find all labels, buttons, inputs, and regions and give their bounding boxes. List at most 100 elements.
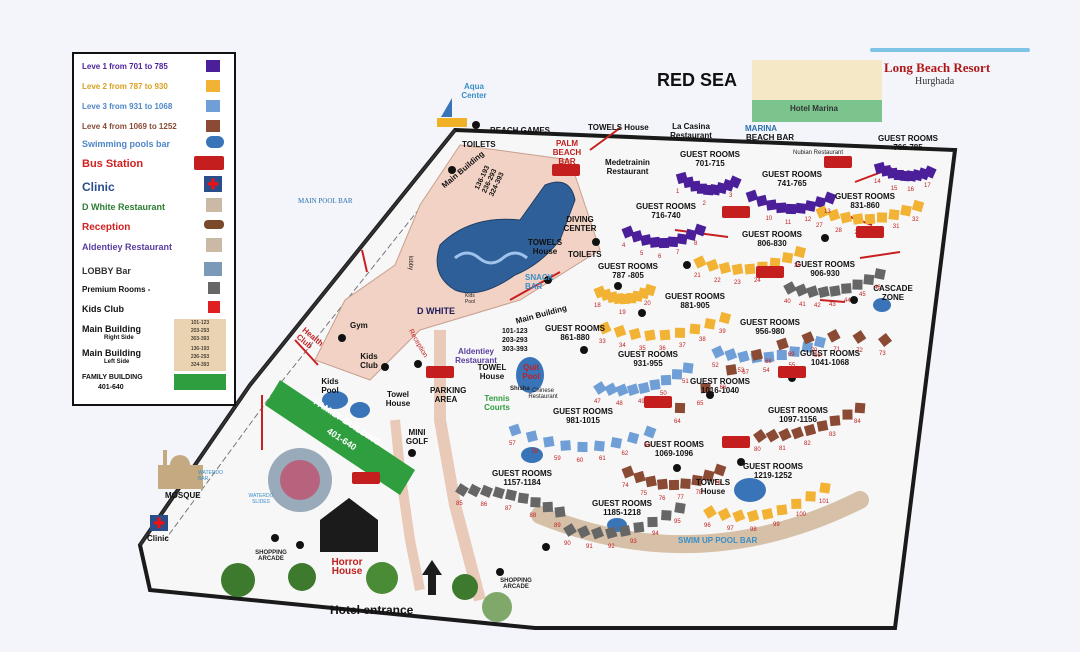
room-block — [776, 504, 788, 516]
block-number: 53 — [737, 367, 745, 374]
bus-station-icon[interactable] — [352, 472, 380, 484]
block-number: 86 — [480, 502, 488, 509]
legend-aldentiey: Aldentiey Restaurant — [82, 242, 173, 252]
room-block — [819, 482, 831, 494]
room-block — [753, 429, 767, 443]
legend-d-white: D White Restaurant — [82, 202, 166, 212]
landmark-dot — [296, 541, 304, 549]
room-block — [563, 523, 577, 537]
chinese-label: Chinese Restaurant — [528, 388, 558, 400]
room-block — [676, 233, 688, 245]
block-number: 85 — [456, 501, 463, 507]
aqua-boat-icon — [437, 118, 467, 127]
room-block — [823, 191, 837, 205]
block-number: 92 — [608, 543, 615, 550]
landmark-dot — [737, 458, 745, 466]
bus-station-icon[interactable] — [426, 366, 454, 378]
room-block — [793, 245, 807, 259]
room-block — [691, 474, 703, 487]
landmark-dot — [381, 363, 389, 371]
block-number: 29 — [854, 230, 862, 237]
room-block — [864, 213, 876, 225]
legend-level1: Leve 1 from 701 to 785 — [82, 62, 168, 71]
block-number: 42 — [814, 303, 821, 309]
room-block — [704, 317, 716, 330]
block-number: 99 — [773, 521, 780, 528]
room-block — [615, 383, 629, 397]
bus-station-icon[interactable] — [824, 156, 852, 168]
room-block — [731, 263, 744, 276]
block-number: 48 — [616, 401, 623, 408]
room-block — [605, 526, 618, 540]
landmark-dot — [850, 296, 858, 304]
bus-station-icon[interactable] — [856, 226, 884, 238]
room-block — [674, 402, 686, 414]
room-block — [577, 525, 591, 539]
clinic-cross-icon: ✚ — [204, 176, 222, 192]
bus-station-icon[interactable] — [722, 206, 750, 218]
room-block — [543, 436, 555, 448]
room-block — [467, 483, 482, 498]
block-number: 27 — [816, 223, 823, 229]
lobby-label: lobby — [407, 255, 414, 271]
room-block — [658, 237, 670, 249]
block-number: 1 — [676, 189, 680, 195]
room-block — [577, 441, 588, 453]
medetrainin-label: Medetrainin Restaurant — [605, 158, 650, 176]
room-block — [610, 436, 623, 449]
room-block — [668, 479, 680, 491]
landmark-dot — [408, 449, 416, 457]
block-number: 83 — [829, 431, 836, 438]
legend-main-left: Main Building — [82, 348, 141, 358]
aqua-center-label: Aqua Center — [461, 82, 487, 100]
marina-label: MARINA — [745, 124, 777, 133]
block-number: 23 — [734, 280, 741, 287]
bus-station-icon[interactable] — [644, 396, 672, 408]
hotel-marina-label: Hotel Marina — [790, 104, 839, 113]
room-block — [638, 382, 650, 394]
mini-golf-label: MINI GOLF — [405, 428, 429, 446]
bus-station-icon[interactable] — [778, 366, 806, 378]
block-number: 72 — [856, 348, 863, 355]
block-number: 46 — [874, 285, 881, 291]
room-block — [492, 486, 506, 499]
room-block — [827, 329, 841, 343]
block-number: 71 — [833, 346, 841, 353]
room-block — [671, 369, 683, 380]
quit-pool-label: Quit Pool — [522, 363, 540, 381]
block-number: 13 — [824, 209, 831, 215]
legend-family-swatch — [174, 374, 226, 390]
landmark-dot — [706, 391, 714, 399]
block-number: 17 — [924, 183, 931, 189]
room-block — [854, 402, 866, 414]
room-block — [776, 349, 787, 361]
clinic-cross-icon[interactable]: ✚ — [150, 515, 168, 531]
room-block — [626, 431, 640, 445]
waterdo-slides-label: WATERDO SLIDES — [248, 493, 274, 505]
block-number: 60 — [576, 458, 584, 464]
legend-main-right-sub: Right Side — [104, 335, 134, 341]
bus-station-icon[interactable] — [756, 266, 784, 278]
room-block — [593, 381, 607, 395]
room-block — [700, 382, 711, 394]
block-number: 24 — [754, 278, 761, 285]
towels-house-top-label: TOWELS House — [588, 123, 649, 132]
room-block — [744, 263, 756, 275]
landmark-dot — [496, 568, 504, 576]
room-block — [703, 505, 717, 519]
room-block — [842, 409, 853, 420]
room-block — [827, 208, 841, 222]
room-block — [769, 257, 781, 269]
block-number: 7 — [676, 250, 680, 256]
bus-station-icon[interactable] — [722, 436, 750, 448]
bus-station-icon[interactable] — [552, 164, 580, 176]
block-number: 5 — [640, 251, 644, 257]
